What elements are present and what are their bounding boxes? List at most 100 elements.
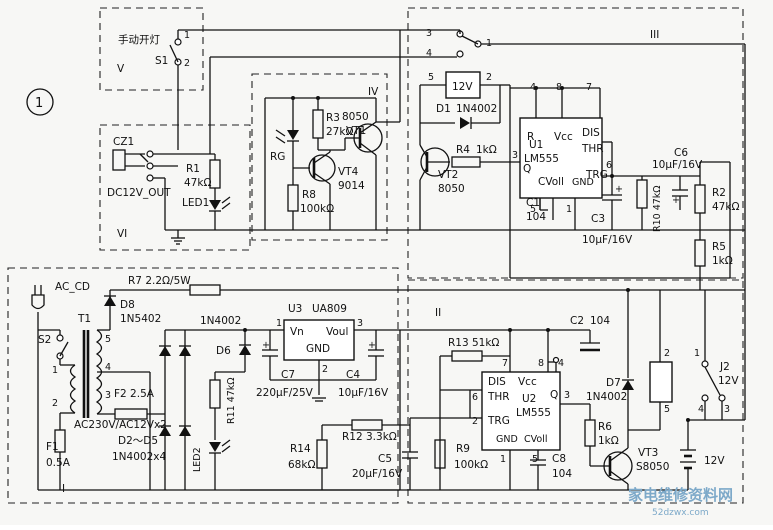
section-vi-ground xyxy=(165,229,745,245)
timing-network: R12 3.3kΩ R14 68kΩ C5 20μF/16V R9 100kΩ xyxy=(240,417,680,491)
t1-pin-1: 1 xyxy=(52,365,58,376)
u1-pin-dis: DIS xyxy=(582,127,600,139)
rg-ref: RG xyxy=(270,151,285,163)
j2-pin-1: 1 xyxy=(694,348,700,359)
u3-pin-2: 2 xyxy=(322,364,328,375)
f2-label: F2 2.5A xyxy=(114,388,155,400)
capacitor-c8: C8 104 xyxy=(530,453,572,490)
u1-pin-thr: THR xyxy=(581,143,604,155)
r8-ref: R8 xyxy=(302,189,316,201)
relay-j2: 1 J2 12V 4 3 12V xyxy=(680,290,745,491)
capacitor-c6: C6 10μF/16V + xyxy=(652,147,703,210)
u2-pinno-6: 6 xyxy=(472,392,478,403)
vt3-ref: VT3 xyxy=(638,447,658,459)
u2-line2: LM555 xyxy=(516,407,551,419)
u3-vout: Voul xyxy=(326,326,348,338)
svg-text:+: + xyxy=(368,340,376,351)
r6-vt3: R6 1kΩ VT3 S8050 xyxy=(584,404,669,490)
capacitor-c3: + C3 10μF/16V xyxy=(582,176,633,246)
c1-ref: C1 xyxy=(526,197,540,209)
c8-ref: C8 xyxy=(552,453,566,465)
c4-ref: C4 xyxy=(346,369,360,381)
transformer-rating: AC230V/AC12Vx2 xyxy=(74,419,167,431)
c5-value: 20μF/16V xyxy=(352,468,403,480)
u2-pin-cvoll: CVoll xyxy=(524,434,548,445)
d8-ref: D8 xyxy=(120,299,135,311)
r3-ref: R3 xyxy=(326,112,340,124)
figure-number: 1 xyxy=(35,96,43,111)
r11-label: R11 47kΩ xyxy=(226,377,237,424)
t1-pin-2: 2 xyxy=(52,398,58,409)
r5-value: 1kΩ xyxy=(712,255,733,267)
capacitor-c4: + C4 10μF/16V xyxy=(312,340,389,402)
u2-pinno-2: 2 xyxy=(472,416,478,427)
section-label-v: V xyxy=(117,63,125,75)
vt1-ref: VT1 xyxy=(346,125,366,137)
vt2-type: 8050 xyxy=(438,183,465,195)
light-sensor-stage: RG R3 27kΩ R8 100kΩ VT4 9014 8050 xyxy=(264,30,401,230)
s1-pin-top: 1 xyxy=(184,30,190,41)
u2-pinno-8: 8 xyxy=(538,358,544,369)
dc-output-jack: CZ1 DC12V_OUT xyxy=(107,136,215,230)
d1-ref: D1 xyxy=(436,103,451,115)
u1-pinno-1: 1 xyxy=(566,204,572,215)
u1-line2: LM555 xyxy=(524,153,559,165)
section-label-vi: VI xyxy=(117,228,127,240)
u1-pinno-6: 6 xyxy=(606,160,612,171)
c3-ref: C3 xyxy=(591,213,605,225)
u1-pin-q: Q xyxy=(523,163,531,175)
d8-type: 1N5402 xyxy=(120,313,161,325)
u2-line1: U2 xyxy=(522,393,536,405)
d7-ref: D7 xyxy=(606,377,621,389)
c6-value: 10μF/16V xyxy=(652,159,703,171)
r4-value: 1kΩ xyxy=(476,144,497,156)
c2-value: 104 xyxy=(590,315,610,327)
vt2-ref: VT2 xyxy=(438,169,458,181)
j2-pin-3: 3 xyxy=(724,404,730,415)
c4-value: 10μF/16V xyxy=(338,387,389,399)
fuse-f1: F1 0.5A xyxy=(37,330,150,491)
r1-led1: R1 47kΩ LED1 xyxy=(182,154,231,230)
relay-top-volt: 12V xyxy=(452,81,473,93)
watermark-url: 52dzwx.com xyxy=(652,508,709,518)
switch-s2: S2 xyxy=(38,334,69,365)
t1-pin-4: 4 xyxy=(105,362,111,373)
t1-pin-5: 5 xyxy=(105,334,111,345)
u1-pin-r: R xyxy=(527,131,534,143)
r12-label: R12 3.3kΩ xyxy=(342,431,397,443)
u1-pin-vcc: Vcc xyxy=(554,131,573,143)
c1-value: 104 xyxy=(526,211,546,223)
d7-relay-coil: D7 1N4002 2 5 xyxy=(586,288,673,431)
capacitor-c7: + C7 220μF/25V xyxy=(256,340,376,399)
u2-pin-q: Q xyxy=(550,389,558,401)
u1-pin-gnd: GND xyxy=(572,177,594,188)
bridge-type: 1N4002x4 xyxy=(112,451,166,463)
ac-plug: AC_CD xyxy=(31,281,90,335)
capacitor-c1: C1 104 xyxy=(526,197,554,223)
diode-d6: 1N4002 D6 xyxy=(200,315,270,372)
u2-pin-vcc: Vcc xyxy=(518,376,537,388)
r6-value: 1kΩ xyxy=(598,435,619,447)
u2-lm555: DIS Vcc THR U2 LM555 Q TRG GND CVoll 7 8… xyxy=(440,356,590,490)
r7-label: R7 2.2Ω/5W xyxy=(128,275,191,287)
u3-type: UA809 xyxy=(312,303,347,315)
d7-type: 1N4002 xyxy=(586,391,627,403)
bridge-ref: D2～D5 xyxy=(118,435,158,447)
vt1-type: 8050 xyxy=(342,111,369,123)
r2-value: 47kΩ xyxy=(712,201,739,213)
u2-pin-thr: THR xyxy=(487,391,510,403)
s1-ref: S1 xyxy=(155,55,168,67)
battery-value: 12V xyxy=(704,455,725,467)
section-label-iii: III xyxy=(650,29,659,41)
svg-text:+: + xyxy=(672,195,680,206)
s1-pin-bottom: 2 xyxy=(184,58,190,69)
watermark-text: 家电维修资料网 xyxy=(628,486,733,504)
r9-value: 100kΩ xyxy=(454,459,488,471)
r3-value: 27kΩ xyxy=(326,126,353,138)
figure-number-circle xyxy=(26,88,54,116)
u2-pinno-7: 7 xyxy=(502,358,508,369)
u1-pin-trg: TRG xyxy=(585,169,608,181)
u1-pin-cvoll: CVoll xyxy=(538,176,564,188)
vt4-ref: VT4 xyxy=(338,166,359,178)
jack-label: DC12V_OUT xyxy=(107,187,171,199)
